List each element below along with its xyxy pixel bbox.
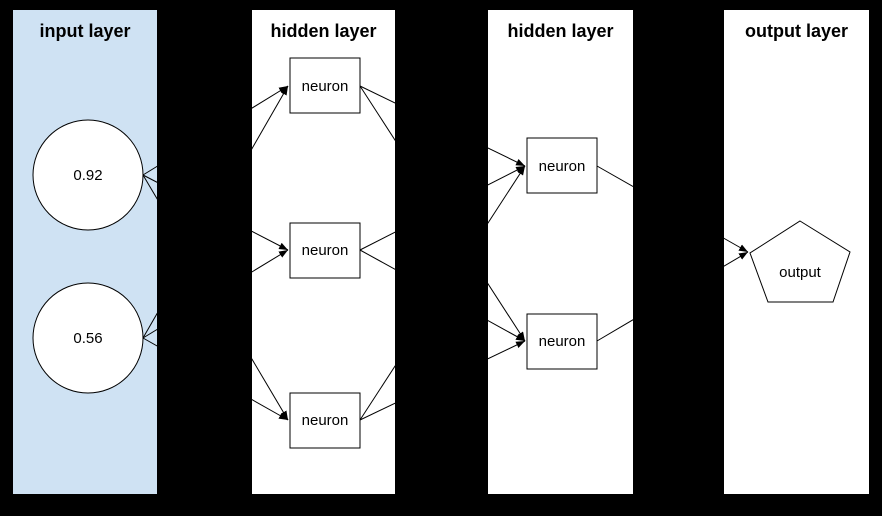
input-node-1-label: 0.92 (73, 167, 102, 184)
hidden2-neuron-1-box (526, 137, 598, 194)
gap-mask-2 (395, 0, 488, 516)
gap-mask-3 (633, 0, 724, 516)
hidden1-neuron-3-box (289, 392, 361, 449)
hidden1-neuron-2-box (289, 222, 361, 279)
panel-input-layer (13, 10, 157, 494)
gap-mask-1 (157, 0, 252, 516)
input-layer-title: input layer (39, 21, 130, 41)
panel-hidden-layer-2 (488, 10, 633, 494)
output-layer-title: output layer (745, 21, 848, 41)
hidden1-neuron-3-label: neuron (302, 412, 349, 429)
input-node-2-label: 0.56 (73, 330, 102, 347)
hidden1-neuron-2-label: neuron (302, 242, 349, 259)
hidden1-neuron-1-label: neuron (302, 78, 349, 95)
output-node-label: output (779, 264, 822, 281)
hidden2-neuron-2-box (526, 313, 598, 370)
hidden-layer-1-title: hidden layer (270, 21, 376, 41)
hidden-layer-2-title: hidden layer (507, 21, 613, 41)
hidden1-neuron-1-box (289, 57, 361, 114)
input-node-2-circle (32, 282, 144, 394)
panel-gap-masks (157, 0, 724, 516)
input-node-1-circle (32, 119, 144, 231)
hidden2-neuron-1-label: neuron (539, 158, 586, 175)
hidden2-neuron-2-label: neuron (539, 333, 586, 350)
output-node-pentagon (749, 220, 851, 303)
